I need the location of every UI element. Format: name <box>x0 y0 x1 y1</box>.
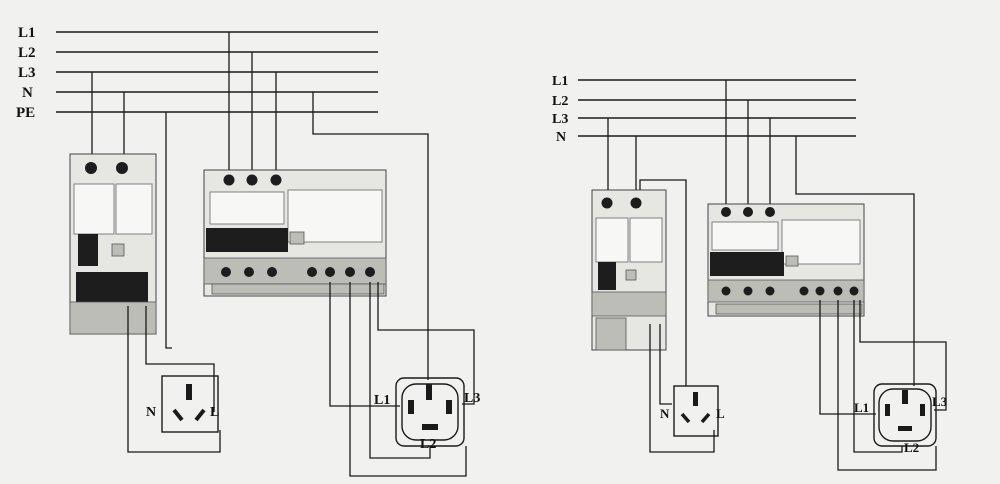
bus-label-n-left: N <box>22 85 33 101</box>
socket-label-l2-left: L2 <box>420 437 436 452</box>
terminal-screw <box>307 267 317 277</box>
socket-label-n-left: N <box>146 405 156 420</box>
three-phase-socket-right: L1 L3 L2 <box>854 383 948 455</box>
terminal-screw <box>799 286 809 296</box>
terminal-screw <box>815 286 825 296</box>
breaker-toggle <box>206 228 288 252</box>
terminal-screw <box>765 286 775 296</box>
right-diagram: L1 L2 L3 N N <box>552 74 948 471</box>
wire-1p-out-n-right <box>649 324 715 453</box>
wire-3p-out-l2b-left <box>369 282 431 459</box>
terminal-screw <box>345 267 355 277</box>
wire-1p-pe-right <box>639 179 687 386</box>
breaker-toggle <box>78 234 98 266</box>
terminal-screw <box>721 286 731 296</box>
terminal-screw <box>743 286 753 296</box>
socket-pin-l2 <box>898 426 912 431</box>
wire-pe-to-1p-socket-left <box>165 112 172 349</box>
wire-1p-out-l-right <box>659 324 672 405</box>
terminal-screw <box>833 286 843 296</box>
socket-pin-pe <box>902 390 908 404</box>
socket-label-l3-left: L3 <box>464 391 480 406</box>
terminal-screw <box>630 197 642 209</box>
socket-pin-l1 <box>408 400 414 414</box>
wire-3p-out-l2-right <box>837 300 937 471</box>
terminal-screw <box>743 207 753 217</box>
wire-3p-pe-right <box>795 136 915 386</box>
wire-3p-out-l1-left <box>329 282 400 407</box>
terminal-screw <box>244 267 254 277</box>
socket-pin-l3 <box>446 400 452 414</box>
socket-pin-l1 <box>885 404 890 416</box>
wire-pe-to-3p-socket-left <box>312 92 429 380</box>
terminal-screw <box>270 174 282 186</box>
socket-label-l1-left: L1 <box>374 393 390 408</box>
terminal-screw <box>223 174 235 186</box>
single-phase-breaker-left <box>69 153 157 335</box>
socket-pin-n <box>172 408 184 422</box>
three-phase-breaker-left <box>203 169 387 297</box>
socket-pin-n <box>680 412 691 424</box>
test-button <box>111 243 125 257</box>
bus-label-l2-left: L2 <box>18 45 36 61</box>
socket-pin-l <box>700 412 711 424</box>
bus-label-l1-right: L1 <box>552 74 568 89</box>
bus-label-l3-right: L3 <box>552 112 568 127</box>
socket-label-l-left: L <box>210 405 219 420</box>
wire-3p-out-l2b-right <box>853 300 903 453</box>
socket-pin-ground <box>693 392 698 406</box>
wire-3p-out-l3-right <box>859 300 947 411</box>
single-phase-socket-left: N L <box>146 375 219 433</box>
socket-label-l-right: L <box>716 406 725 421</box>
terminal-screw <box>365 267 375 277</box>
terminal-screw <box>267 267 277 277</box>
terminal-screw <box>765 207 775 217</box>
bus-label-l1-left: L1 <box>18 25 36 41</box>
bus-label-l3-left: L3 <box>18 65 36 81</box>
socket-label-l2-right: L2 <box>904 440 919 455</box>
socket-pin-ground <box>186 384 192 400</box>
bus-label-n-right: N <box>556 130 566 145</box>
terminal-screw <box>246 174 258 186</box>
wire-1p-out-n-left <box>127 306 221 453</box>
socket-pin-pe <box>426 384 432 400</box>
wire-3p-out-l1-right <box>819 300 876 415</box>
terminal-screw <box>325 267 335 277</box>
terminal-screw <box>85 162 97 174</box>
left-diagram: L1 L2 L3 N PE <box>16 25 480 477</box>
terminal-screw <box>849 286 859 296</box>
socket-pin-l3 <box>920 404 925 416</box>
socket-pin-l2 <box>422 424 438 430</box>
socket-label-l3-right: L3 <box>932 394 948 409</box>
terminal-screw <box>601 197 613 209</box>
test-button <box>625 269 637 281</box>
terminal-screw <box>721 207 731 217</box>
breaker-toggle <box>710 252 784 276</box>
bus-label-pe-left: PE <box>16 105 35 121</box>
test-button <box>289 231 305 245</box>
wire-1p-out-l-left <box>145 306 215 412</box>
terminal-screw <box>221 267 231 277</box>
breaker-toggle <box>598 262 616 290</box>
socket-label-l1-right: L1 <box>854 400 869 415</box>
test-button <box>785 255 799 267</box>
three-phase-breaker-right <box>707 203 865 317</box>
single-phase-breaker-right <box>591 189 667 351</box>
wire-3p-out-l3-left <box>377 282 475 405</box>
single-phase-socket-right: N L <box>660 385 725 437</box>
wire-3p-out-l2-left <box>349 282 467 477</box>
three-phase-socket-left: L1 L3 L2 <box>374 377 480 452</box>
bus-label-l2-right: L2 <box>552 94 568 109</box>
socket-label-n-right: N <box>660 406 670 421</box>
socket-pin-l <box>194 408 206 422</box>
terminal-screw <box>116 162 128 174</box>
